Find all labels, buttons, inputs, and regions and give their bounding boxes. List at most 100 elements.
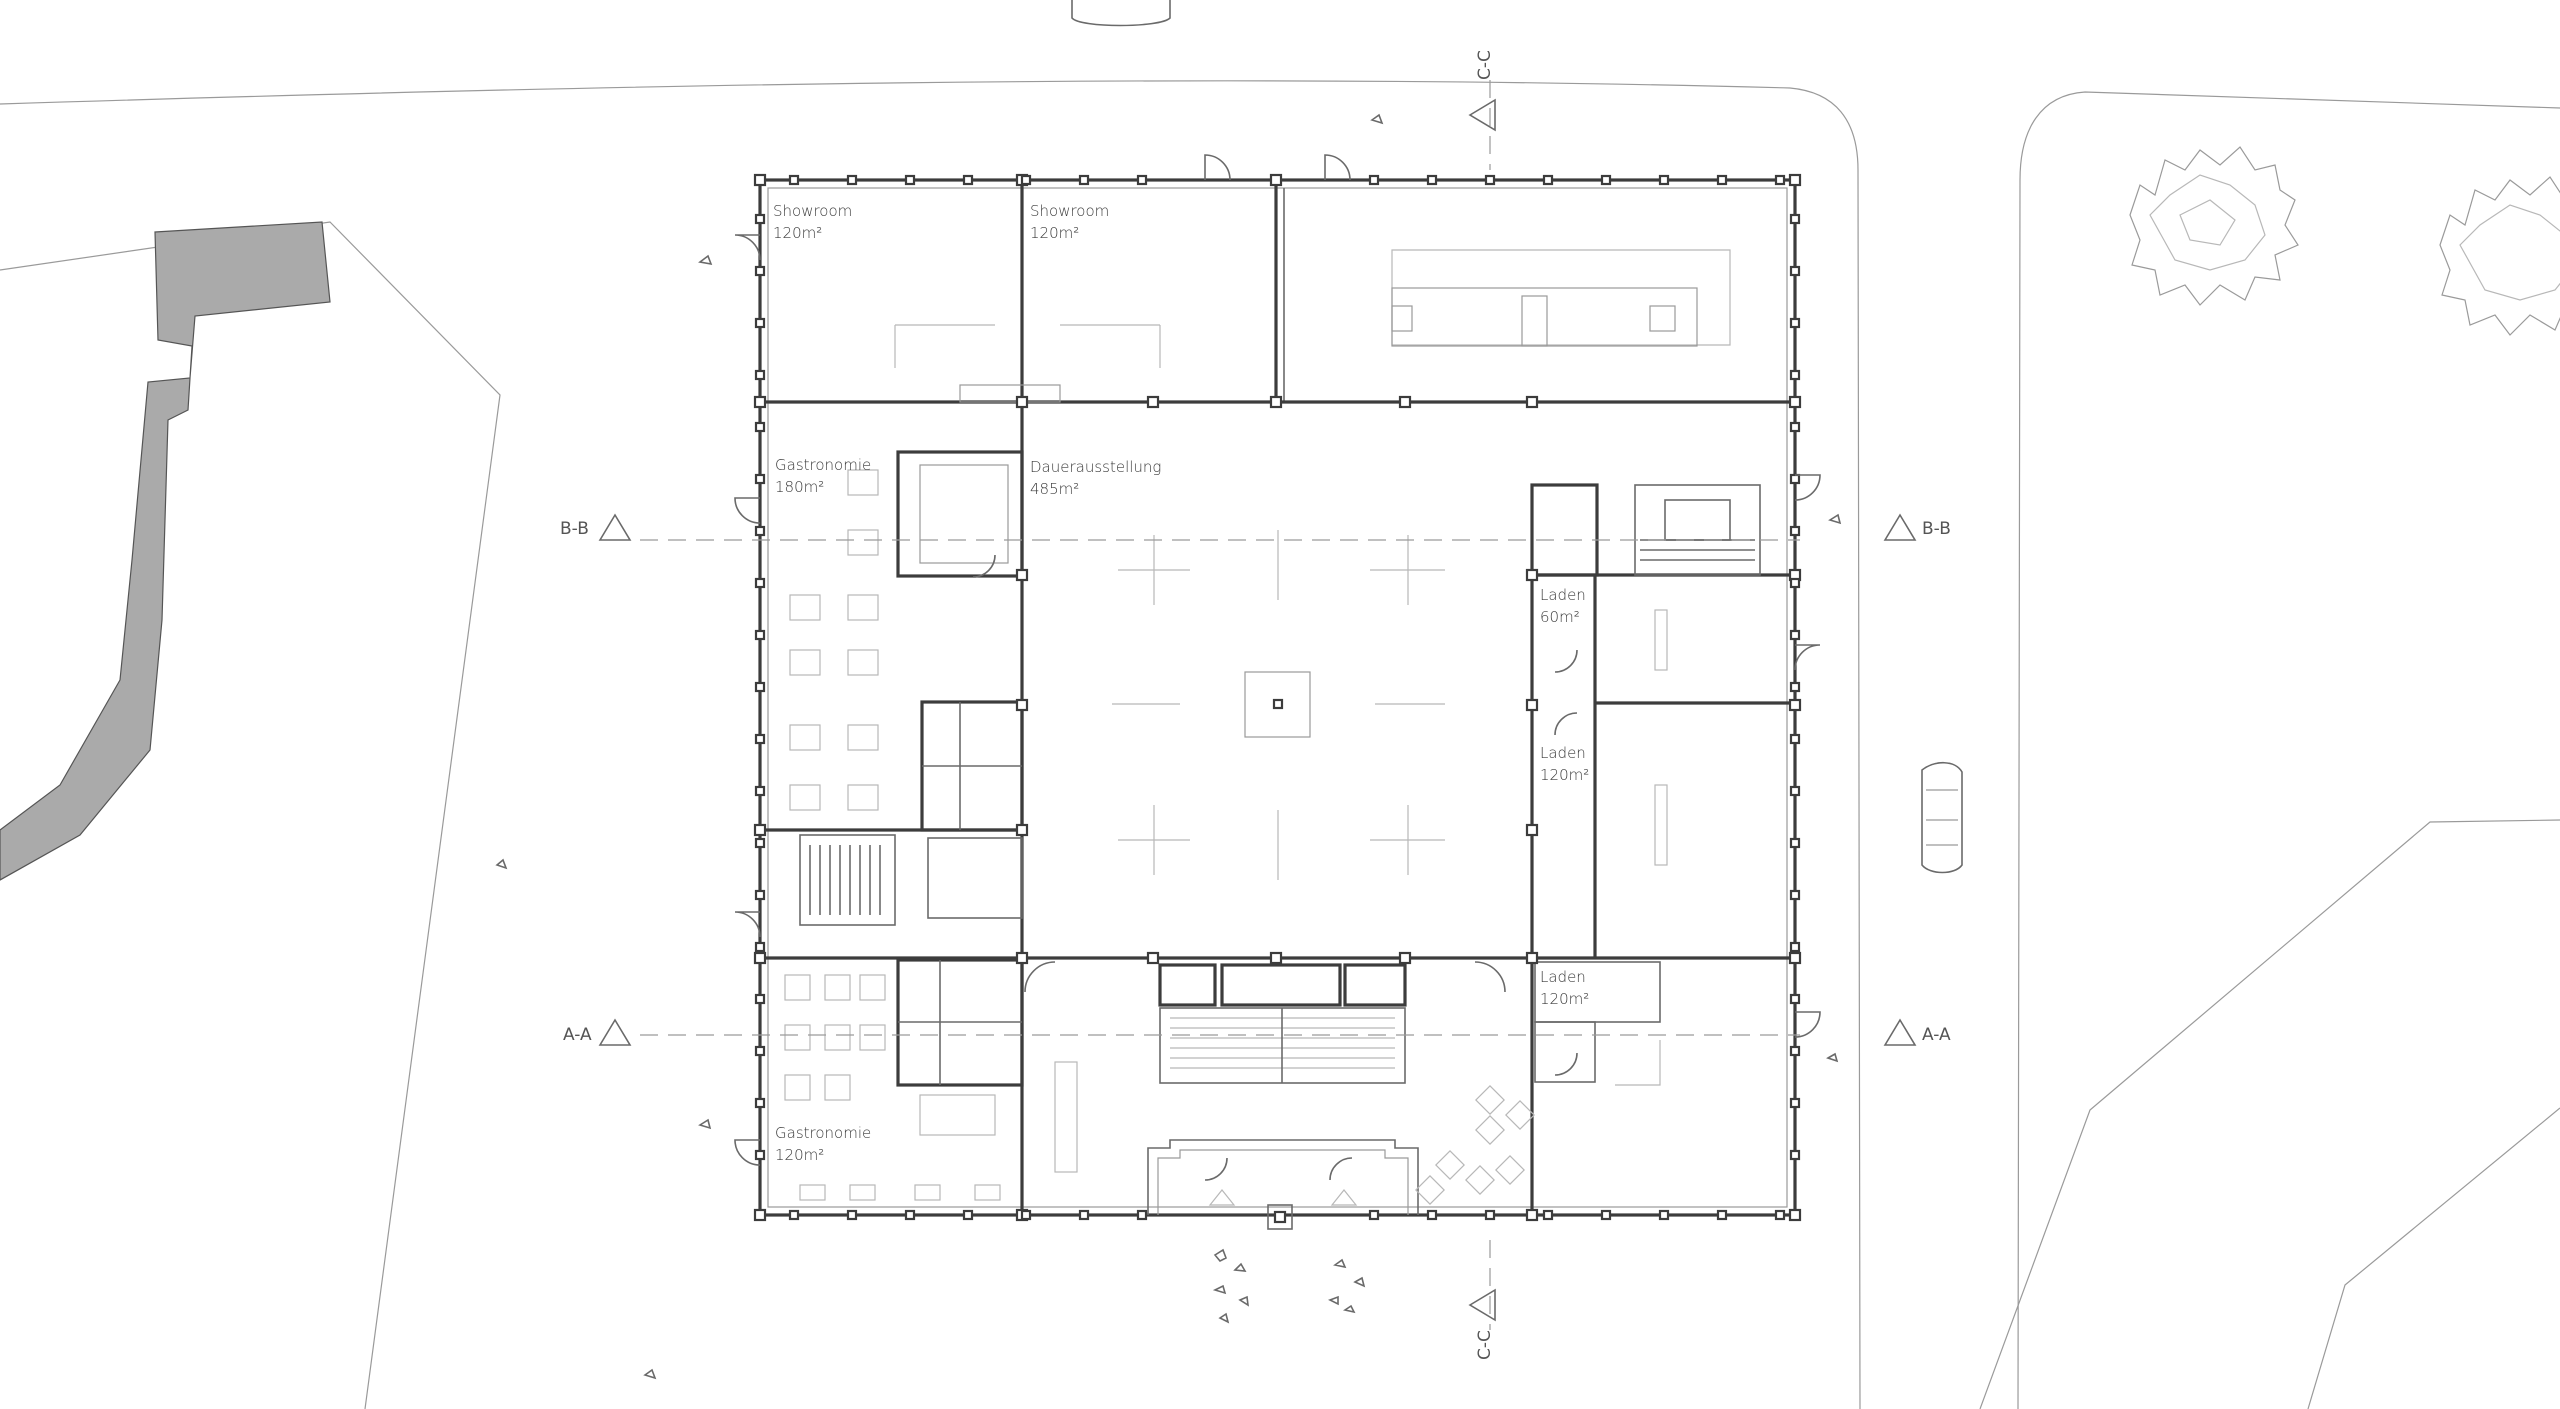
pilaster <box>1484 1209 1496 1221</box>
pilaster <box>1789 1045 1801 1057</box>
section-marker-bb-west <box>598 513 632 541</box>
car-top <box>1071 0 1171 27</box>
car-right <box>1921 761 1963 874</box>
pilaster <box>1426 1209 1438 1221</box>
pilaster <box>754 265 766 277</box>
entrance-marker <box>1267 1204 1293 1230</box>
pilaster <box>1716 174 1728 186</box>
pilaster <box>1368 1209 1380 1221</box>
pilaster <box>754 577 766 589</box>
pilaster <box>1136 1209 1148 1221</box>
interior-walls <box>760 180 1795 1215</box>
area-laden-2: 120m² <box>1540 766 1589 784</box>
gastro-furniture <box>784 469 1078 1201</box>
pilaster <box>1789 837 1801 849</box>
pilaster <box>1658 174 1670 186</box>
pilaster <box>1716 1209 1728 1221</box>
pilaster <box>788 174 800 186</box>
diagonal-street <box>1979 819 2560 1409</box>
label-showroom-east: Showroom <box>1030 202 1109 220</box>
pilaster <box>962 1209 974 1221</box>
street-edge-north <box>0 80 1861 1409</box>
plaza-pattern <box>1415 1085 1535 1205</box>
pilaster <box>754 785 766 797</box>
pilaster <box>754 525 766 537</box>
pilaster <box>1078 174 1090 186</box>
pilaster <box>1789 577 1801 589</box>
pilaster <box>904 174 916 186</box>
pilaster <box>1789 1097 1801 1109</box>
pilasters <box>754 174 1801 1221</box>
pilaster <box>1426 174 1438 186</box>
neighbor-building <box>0 221 331 881</box>
pilaster <box>962 174 974 186</box>
area-showroom-west: 120m² <box>773 224 822 242</box>
section-marker-aa-west <box>598 1018 632 1046</box>
pilaster <box>754 317 766 329</box>
section-marker-cc-north <box>1468 98 1496 132</box>
pilaster <box>1600 1209 1612 1221</box>
north-exhibit <box>1391 249 1731 347</box>
pilaster <box>1789 473 1801 485</box>
section-label-cc-north: C-C <box>1475 50 1495 80</box>
label-laden-1: Laden <box>1540 586 1586 604</box>
pilaster <box>1020 174 1032 186</box>
people <box>495 113 1842 1380</box>
label-gastro-south: Gastronomie <box>775 1124 871 1142</box>
pilaster <box>1789 941 1801 953</box>
pilaster <box>1542 1209 1554 1221</box>
section-marker-aa-east <box>1883 1018 1917 1046</box>
tree-2 <box>2439 176 2560 336</box>
pilaster <box>904 1209 916 1221</box>
site-context <box>0 80 2560 1409</box>
label-laden-3: Laden <box>1540 968 1586 986</box>
pilaster <box>754 681 766 693</box>
showroom-displays <box>894 324 1161 403</box>
street-edge-east <box>2017 91 2560 1409</box>
pilaster <box>788 1209 800 1221</box>
area-gastro-north: 180m² <box>775 478 824 496</box>
label-dauerausstellung: Dauerausstellung <box>1030 458 1161 476</box>
pilaster <box>754 1045 766 1057</box>
columns <box>753 173 1802 1222</box>
area-gastro-south: 120m² <box>775 1146 824 1164</box>
laden-displays <box>1615 609 1668 1086</box>
pilaster <box>1789 889 1801 901</box>
pilaster <box>754 941 766 953</box>
area-laden-1: 60m² <box>1540 608 1580 626</box>
pilaster <box>754 473 766 485</box>
pilaster <box>1542 174 1554 186</box>
section-labels: B-B B-B A-A A-A C-C C-C <box>560 50 1951 1360</box>
pilaster <box>1789 213 1801 225</box>
area-laden-3: 120m² <box>1540 990 1589 1008</box>
label-gastro-north: Gastronomie <box>775 456 871 474</box>
pilaster <box>846 174 858 186</box>
pilaster <box>1789 525 1801 537</box>
pilaster <box>1789 681 1801 693</box>
pilaster <box>754 369 766 381</box>
pilaster <box>1789 629 1801 641</box>
pilaster <box>1789 993 1801 1005</box>
pilaster <box>1789 785 1801 797</box>
section-label-aa-east: A-A <box>1922 1025 1951 1045</box>
section-lines <box>598 80 1917 1330</box>
area-dauerausstellung: 485m² <box>1030 480 1079 498</box>
pilaster <box>754 837 766 849</box>
pilaster <box>846 1209 858 1221</box>
section-label-cc-south: C-C <box>1475 1330 1495 1360</box>
diagonal-street-2 <box>2307 1107 2560 1409</box>
pilaster <box>1789 733 1801 745</box>
pilaster <box>754 889 766 901</box>
label-laden-2: Laden <box>1540 744 1586 762</box>
pilaster <box>1484 174 1496 186</box>
pilaster <box>1789 265 1801 277</box>
pilaster <box>1789 317 1801 329</box>
pilaster <box>1774 1209 1786 1221</box>
section-marker-bb-east <box>1883 513 1917 541</box>
pilaster <box>754 1149 766 1161</box>
entrance-marker-inner <box>1273 1210 1287 1224</box>
section-label-aa-west: A-A <box>563 1025 592 1045</box>
section-label-bb-west: B-B <box>560 519 589 539</box>
pilaster <box>754 1097 766 1109</box>
